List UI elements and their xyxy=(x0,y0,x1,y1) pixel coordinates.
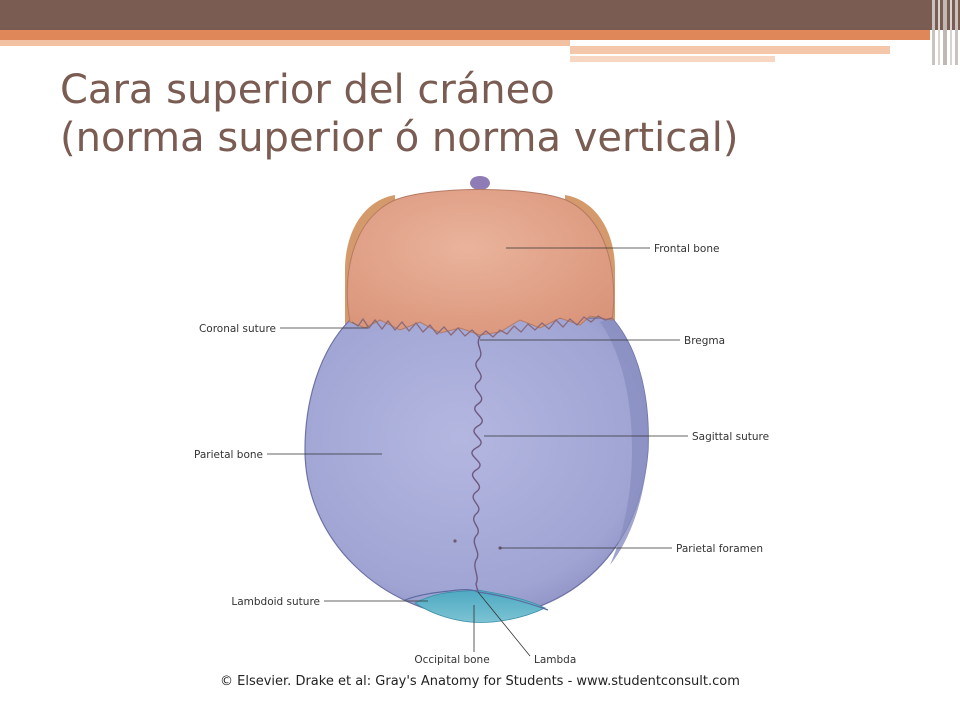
label-parietal-foramen: Parietal foramen xyxy=(676,543,763,555)
image-credit: © Elsevier. Drake et al: Gray's Anatomy … xyxy=(220,674,740,689)
occipital-bone xyxy=(414,589,546,623)
lambdoid-suture-line xyxy=(404,589,549,611)
label-occipital-bone: Occipital bone xyxy=(414,654,489,666)
frontal-bone xyxy=(346,189,615,336)
parietal-bone-rim xyxy=(600,318,649,565)
header-stripe xyxy=(570,56,775,62)
label-frontal-bone: Frontal bone xyxy=(654,243,719,255)
leader-lambda xyxy=(477,591,531,657)
slide-title-line-2: (norma superior ó norma vertical) xyxy=(60,115,739,161)
label-sagittal-suture: Sagittal suture xyxy=(692,431,769,443)
coronal-suture-line xyxy=(351,315,613,338)
slide-title-line-1: Cara superior del cráneo xyxy=(60,67,555,113)
label-parietal-bone: Parietal bone xyxy=(194,449,263,461)
header-stripe xyxy=(570,46,890,54)
header-stripe xyxy=(0,30,930,40)
header-stripe xyxy=(0,40,570,46)
label-bregma: Bregma xyxy=(684,335,725,347)
label-lambdoid-suture: Lambdoid suture xyxy=(231,596,320,608)
sagittal-suture-line xyxy=(471,336,483,593)
label-coronal-suture: Coronal suture xyxy=(199,323,276,335)
label-lambda: Lambda xyxy=(534,654,576,666)
nasal-bump xyxy=(470,176,490,190)
slide-title: Cara superior del cráneo (norma superior… xyxy=(60,66,920,162)
parietal-foramen-dot xyxy=(453,539,457,543)
corner-decoration xyxy=(932,0,958,65)
header-bar xyxy=(0,0,960,30)
